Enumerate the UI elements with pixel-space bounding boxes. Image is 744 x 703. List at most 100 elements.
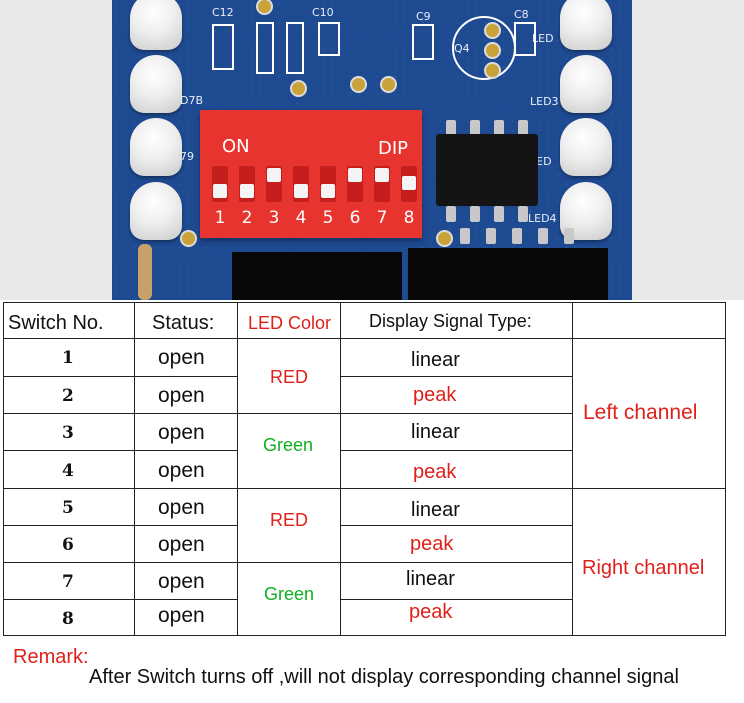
status-value: open xyxy=(158,459,205,482)
capacitor-outline xyxy=(212,24,234,70)
status-value: open xyxy=(158,346,205,369)
remark-label: Remark: xyxy=(13,646,89,668)
solder-pad xyxy=(180,230,197,247)
ic-pin xyxy=(518,206,528,222)
dip-slider-7 xyxy=(374,166,390,202)
dip-number: 6 xyxy=(349,208,361,228)
ic-pin xyxy=(470,120,480,136)
pcb-label: LED4 xyxy=(528,212,557,225)
dip-number: 8 xyxy=(403,208,415,228)
solder-pad xyxy=(484,22,501,39)
led-left-3 xyxy=(130,118,182,176)
switch-number: 3 xyxy=(62,423,74,443)
pcb-label: LED3 xyxy=(530,95,559,108)
status-value: open xyxy=(158,570,205,593)
led-color-value: Green xyxy=(263,435,314,455)
status-value: open xyxy=(158,604,205,627)
dip-slider-2 xyxy=(239,166,255,202)
dip-on-label: ON xyxy=(222,136,250,157)
dip-switch: ON DIP 1 2 3 4 5 6 7 8 xyxy=(200,110,422,238)
signal-type-value: peak xyxy=(413,461,457,483)
led-left-4 xyxy=(130,182,182,240)
capacitor-outline xyxy=(256,22,274,74)
signal-type-value: linear xyxy=(411,421,460,443)
ic-pin xyxy=(486,228,496,244)
dip-number: 7 xyxy=(376,208,388,228)
dip-number: 4 xyxy=(295,208,307,228)
merge-cover xyxy=(238,525,340,526)
capacitor-outline xyxy=(514,22,536,56)
table-border-bottom xyxy=(3,635,725,636)
remark-text: After Switch turns off ,will not display… xyxy=(89,666,679,688)
solder-pad xyxy=(436,230,453,247)
capacitor-outline xyxy=(286,22,304,74)
dip-slider-8 xyxy=(401,166,417,202)
signal-type-value: linear xyxy=(406,568,455,590)
ic-chip xyxy=(232,252,402,300)
transistor-outline xyxy=(452,16,516,80)
ic-pin xyxy=(494,206,504,222)
pcb-label: C12 xyxy=(212,6,234,19)
pcb-label: D7B xyxy=(180,94,204,107)
pcb-photo: C12 C10 C9 C8 Q4 LED LED3 LED LED4 D7B 7… xyxy=(0,0,744,300)
header-led-color: LED Color xyxy=(248,313,332,333)
merge-cover xyxy=(238,450,340,451)
led-color-value: Green xyxy=(264,584,315,604)
dip-slider-1 xyxy=(212,166,228,202)
solder-pad xyxy=(484,42,501,59)
led-color-value: RED xyxy=(270,510,309,530)
dip-slider-3 xyxy=(266,166,282,202)
led-right-2 xyxy=(560,55,612,113)
solder-pad xyxy=(256,0,273,15)
signal-type-value: peak xyxy=(413,384,457,406)
channel-label-left: Left channel xyxy=(583,401,698,424)
status-value: open xyxy=(158,533,205,556)
capacitor-outline xyxy=(318,22,340,56)
signal-type-value: linear xyxy=(411,349,460,371)
table-col-line xyxy=(572,302,573,636)
table-border-right xyxy=(725,302,726,636)
header-status: Status: xyxy=(152,312,215,334)
ic-chip xyxy=(408,248,608,300)
led-left-1 xyxy=(130,0,182,50)
signal-type-value: peak xyxy=(410,533,454,555)
resistor xyxy=(138,244,152,300)
table-col-line xyxy=(134,302,135,636)
status-value: open xyxy=(158,384,205,407)
pcb-label: C8 xyxy=(514,8,529,21)
pcb-label: C9 xyxy=(416,10,431,23)
solder-pad xyxy=(380,76,397,93)
dip-number: 5 xyxy=(322,208,334,228)
ic-pin xyxy=(512,228,522,244)
table-border-top xyxy=(3,302,725,303)
switch-number: 8 xyxy=(62,609,74,629)
dip-number: 3 xyxy=(268,208,280,228)
table-col-line xyxy=(237,302,238,636)
signal-type-value: peak xyxy=(409,601,453,623)
ic-pin xyxy=(446,120,456,136)
table-row-line xyxy=(3,488,725,489)
table-row-line xyxy=(3,413,573,414)
solder-pad xyxy=(350,76,367,93)
switch-number: 6 xyxy=(62,535,74,555)
ic-pin xyxy=(460,228,470,244)
merge-cover xyxy=(238,376,340,377)
dip-slider-6 xyxy=(347,166,363,202)
dip-slider-4 xyxy=(293,166,309,202)
solder-pad xyxy=(484,62,501,79)
switch-table: Switch No. Status: LED Color Display Sig… xyxy=(0,300,744,703)
switch-number: 1 xyxy=(62,348,74,368)
solder-pad xyxy=(290,80,307,97)
switch-number: 7 xyxy=(62,572,74,592)
table-col-line xyxy=(340,302,341,636)
table-col-line xyxy=(3,302,4,636)
merge-cover xyxy=(238,599,340,600)
dip-brand-label: DIP xyxy=(378,138,409,159)
led-left-2 xyxy=(130,55,182,113)
pcb-label: C10 xyxy=(312,6,334,19)
ic-chip xyxy=(436,134,538,206)
table-row-line xyxy=(3,338,725,339)
dip-slider-5 xyxy=(320,166,336,202)
led-right-3 xyxy=(560,118,612,176)
status-value: open xyxy=(158,421,205,444)
